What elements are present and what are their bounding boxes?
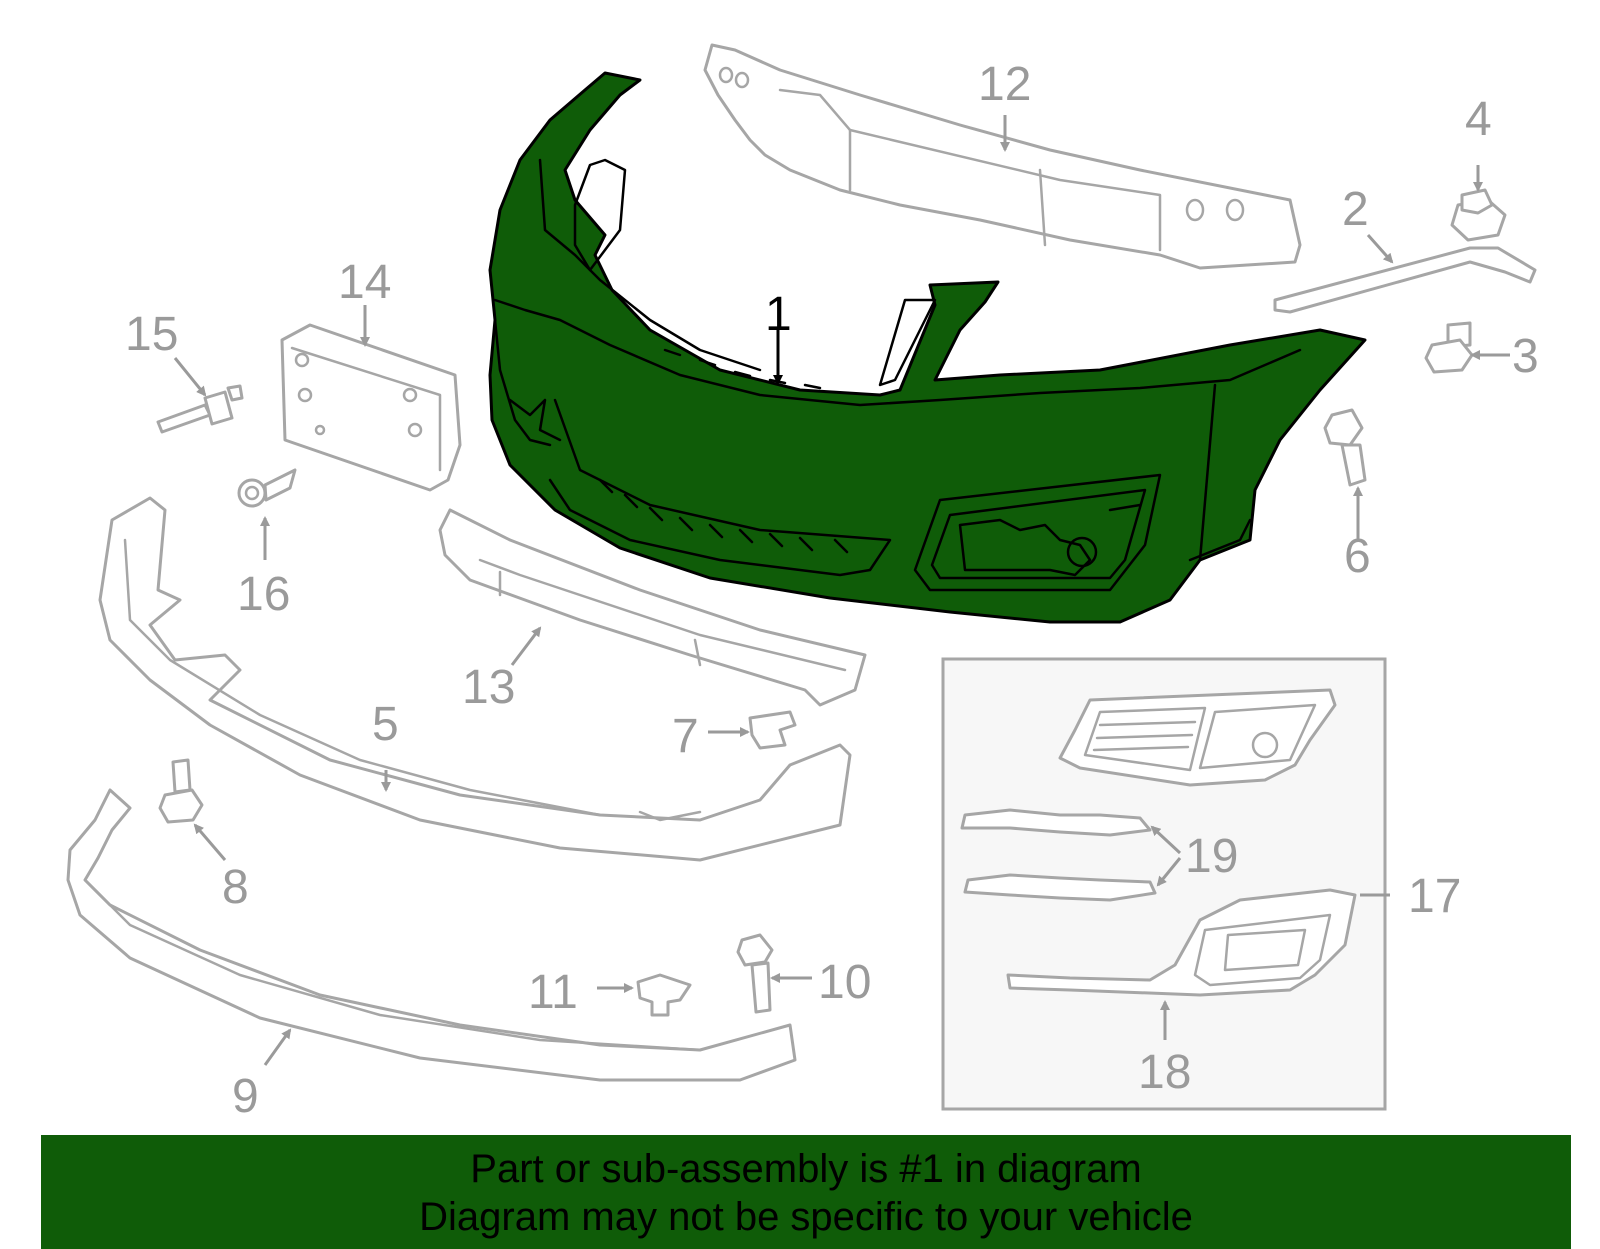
part-12-impact-bar (703, 43, 1302, 270)
callout-5: 5 (372, 698, 399, 751)
part-10-bolt (736, 933, 774, 1014)
part-16-clip (237, 468, 297, 508)
callout-4: 4 (1465, 93, 1492, 146)
callout-15: 15 (125, 308, 178, 361)
part-8-bolt (158, 758, 204, 824)
part-4-nut (1450, 188, 1507, 242)
part-2-bracket-strip (1273, 246, 1537, 314)
callout-11: 11 (528, 966, 578, 1019)
part-14-license-bracket (280, 323, 462, 492)
callout-18: 18 (1138, 1046, 1191, 1099)
callout-7: 7 (672, 710, 699, 763)
part-11-clip (636, 973, 692, 1017)
inset-panel (941, 657, 1387, 1111)
callout-6: 6 (1344, 530, 1371, 583)
part-9-deflector (66, 788, 797, 1082)
callout-13: 13 (462, 661, 515, 714)
callout-14: 14 (338, 256, 391, 309)
callout-16: 16 (237, 568, 290, 621)
callout-8: 8 (222, 861, 249, 914)
part-5-lower-fascia (98, 496, 852, 862)
part-6-bolt (1323, 408, 1367, 487)
callout-labels: 1 2 3 4 5 6 7 8 9 10 11 12 13 14 15 16 1… (125, 58, 1539, 1123)
part-17-grille-assembly (1058, 688, 1337, 787)
callout-9: 9 (232, 1070, 259, 1123)
parts-diagram: 1 2 3 4 5 6 7 8 9 10 11 12 13 14 15 16 1… (66, 43, 1539, 1123)
leader-lines (173, 115, 1510, 1066)
callout-3: 3 (1512, 330, 1539, 383)
callout-17: 17 (1408, 870, 1461, 923)
banner-line-part: Part or sub-assembly is #1 in diagram (470, 1147, 1142, 1191)
callout-12: 12 (978, 58, 1031, 111)
part-7-clip (748, 710, 797, 750)
callout-19: 19 (1185, 830, 1238, 883)
callout-2: 2 (1342, 183, 1369, 236)
callout-10: 10 (818, 956, 871, 1009)
part-3-bolt (1424, 321, 1474, 374)
banner-line-disclaimer: Diagram may not be specific to your vehi… (419, 1195, 1193, 1239)
part-18-fog-bezel (1006, 888, 1357, 997)
part-15-push-pin (156, 384, 244, 434)
part-1-bumper-fascia (488, 71, 1367, 624)
disclaimer-banner: Part or sub-assembly is #1 in diagram Di… (41, 1135, 1571, 1249)
callout-1: 1 (765, 288, 792, 341)
part-13-absorber (438, 508, 867, 707)
part-19-moldings (960, 808, 1157, 902)
